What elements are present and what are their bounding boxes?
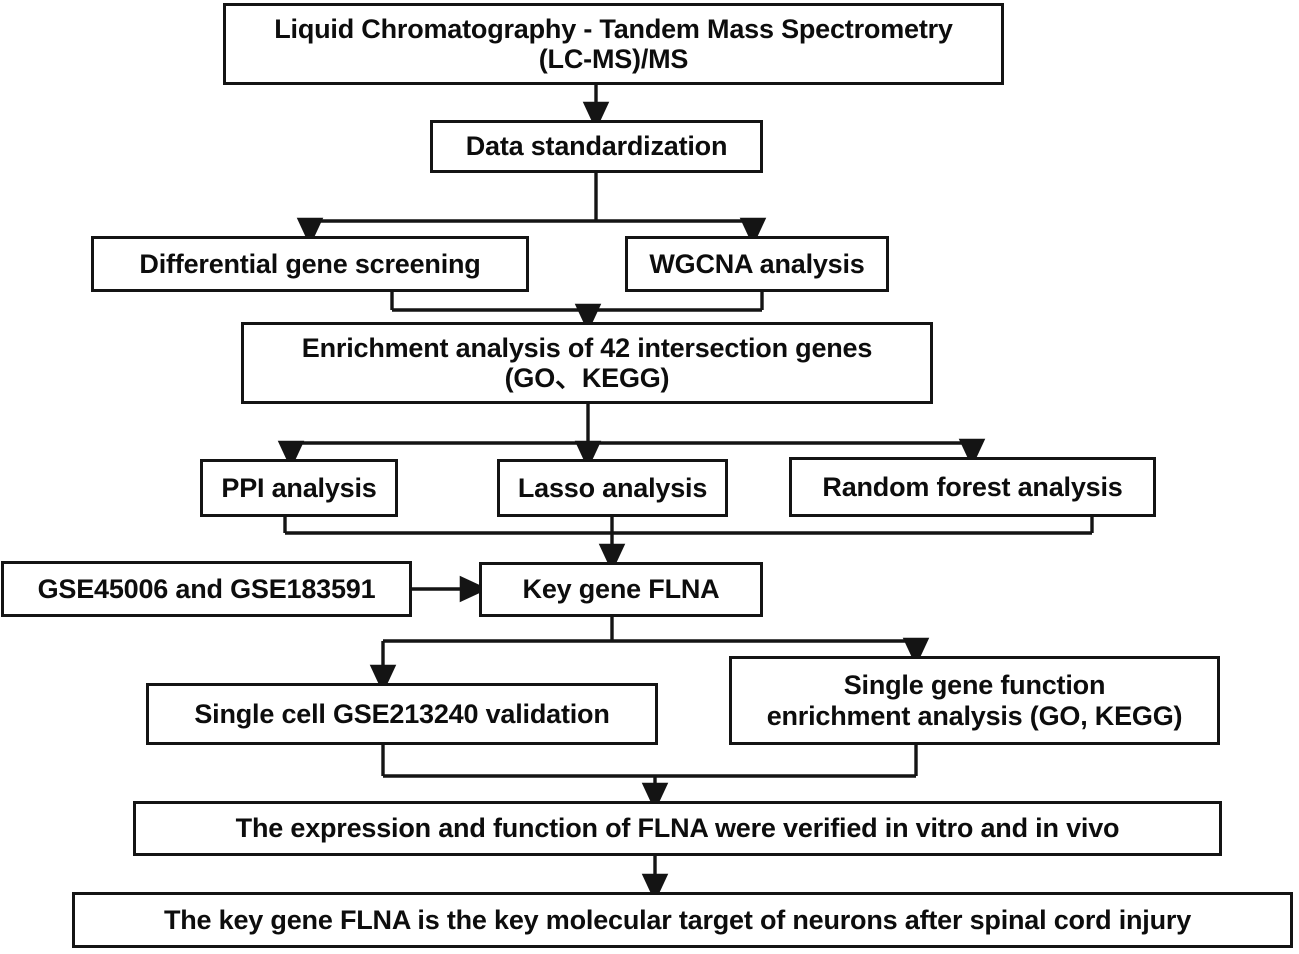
node-data-standardization-label: Data standardization xyxy=(465,131,728,162)
node-wgcna-analysis[interactable]: WGCNA analysis xyxy=(625,236,889,292)
node-expression-function-label: The expression and function of FLNA were… xyxy=(235,813,1120,844)
node-wgcna-analysis-label: WGCNA analysis xyxy=(649,248,865,279)
node-lcms[interactable]: Liquid Chromatography - Tandem Mass Spec… xyxy=(223,3,1004,85)
node-gse-datasets[interactable]: GSE45006 and GSE183591 xyxy=(1,561,412,617)
node-expression-function[interactable]: The expression and function of FLNA were… xyxy=(133,801,1222,856)
node-random-forest-analysis-label: Random forest analysis xyxy=(822,471,1123,502)
node-single-gene-function-label: Single gene function enrichment analysis… xyxy=(766,670,1183,731)
node-single-gene-function[interactable]: Single gene function enrichment analysis… xyxy=(729,656,1220,745)
node-lasso-analysis-label: Lasso analysis xyxy=(517,472,708,503)
node-data-standardization[interactable]: Data standardization xyxy=(430,120,763,173)
node-differential-gene-screening-label: Differential gene screening xyxy=(139,248,481,279)
node-lcms-label: Liquid Chromatography - Tandem Mass Spec… xyxy=(274,13,953,74)
node-conclusion[interactable]: The key gene FLNA is the key molecular t… xyxy=(72,892,1293,948)
node-enrichment-analysis[interactable]: Enrichment analysis of 42 intersection g… xyxy=(241,322,933,404)
node-single-cell-validation-label: Single cell GSE213240 validation xyxy=(194,698,610,729)
node-gse-datasets-label: GSE45006 and GSE183591 xyxy=(37,573,376,604)
node-key-gene-flna[interactable]: Key gene FLNA xyxy=(479,562,763,617)
node-conclusion-label: The key gene FLNA is the key molecular t… xyxy=(163,904,1192,935)
node-ppi-analysis-label: PPI analysis xyxy=(221,472,377,503)
node-lasso-analysis[interactable]: Lasso analysis xyxy=(497,459,728,517)
node-differential-gene-screening[interactable]: Differential gene screening xyxy=(91,236,529,292)
node-key-gene-flna-label: Key gene FLNA xyxy=(522,574,720,605)
node-random-forest-analysis[interactable]: Random forest analysis xyxy=(789,457,1156,517)
node-enrichment-analysis-label: Enrichment analysis of 42 intersection g… xyxy=(301,332,873,393)
node-single-cell-validation[interactable]: Single cell GSE213240 validation xyxy=(146,683,658,745)
node-ppi-analysis[interactable]: PPI analysis xyxy=(200,459,398,517)
